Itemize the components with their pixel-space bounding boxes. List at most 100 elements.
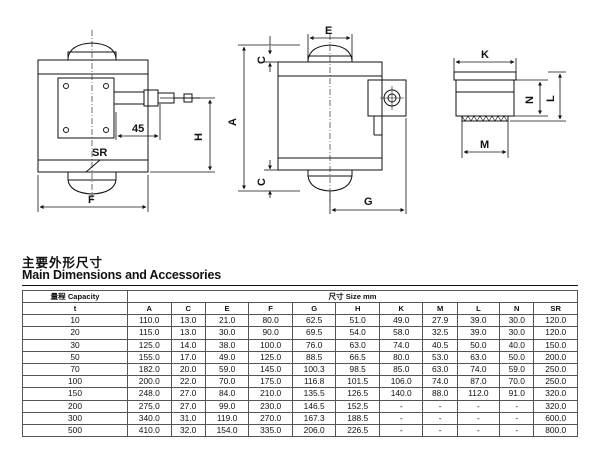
value-cell: 38.0 — [204, 338, 250, 352]
technical-drawings: F SR 45 H — [37, 25, 566, 214]
heading-english: Main Dimensions and Accessories — [22, 268, 221, 282]
value-cell: 112.0 — [456, 387, 501, 401]
front-view-dimensions — [37, 97, 215, 212]
value-cell: 600.0 — [533, 411, 578, 425]
value-cell: 210.0 — [248, 387, 293, 401]
value-cell: 30.0 — [499, 314, 535, 328]
value-cell: 226.5 — [335, 423, 380, 438]
label-sr: SR — [92, 147, 107, 159]
value-cell: - — [499, 399, 535, 413]
value-cell: 21.0 — [204, 314, 250, 328]
value-cell: 100.0 — [248, 338, 293, 352]
value-cell: 335.0 — [248, 423, 293, 438]
value-cell: 188.5 — [335, 411, 380, 425]
value-cell: 250.0 — [533, 362, 578, 377]
value-cell: 27.9 — [422, 314, 458, 328]
value-cell: 116.8 — [291, 375, 337, 389]
value-cell: - — [456, 423, 501, 438]
value-cell: 88.5 — [291, 350, 337, 364]
value-cell: 167.3 — [291, 411, 337, 425]
value-cell: 30.0 — [499, 326, 535, 340]
value-cell: 80.0 — [378, 350, 424, 364]
value-cell: 58.0 — [378, 326, 424, 340]
capacity-cell: 70 — [22, 362, 128, 377]
value-cell: 49.0 — [204, 350, 250, 364]
value-cell: 88.0 — [422, 387, 458, 401]
value-cell: 152.5 — [335, 399, 380, 413]
value-cell: 126.5 — [335, 387, 380, 401]
value-cell: 27.0 — [170, 399, 206, 413]
value-cell: - — [499, 411, 535, 425]
value-cell: 85.0 — [378, 362, 424, 377]
value-cell: 99.0 — [204, 399, 250, 413]
value-cell: 275.0 — [127, 399, 172, 413]
column-header-c: C — [170, 301, 206, 316]
value-cell: 119.0 — [204, 411, 250, 425]
label-f: F — [88, 194, 95, 206]
value-cell: 74.0 — [422, 375, 458, 389]
value-cell: 270.0 — [248, 411, 293, 425]
column-header-g: G — [291, 301, 337, 316]
value-cell: 22.0 — [170, 375, 206, 389]
table-header-row: 量程 Capacity 尺寸 Size mm — [22, 290, 578, 303]
value-cell: - — [422, 399, 458, 413]
value-cell: 248.0 — [127, 387, 172, 401]
value-cell: 39.0 — [456, 326, 501, 340]
value-cell: 50.0 — [456, 338, 501, 352]
value-cell: 320.0 — [533, 387, 578, 401]
capacity-cell: 500 — [22, 423, 128, 438]
value-cell: - — [499, 423, 535, 438]
value-cell: 320.0 — [533, 399, 578, 413]
capacity-cell: 200 — [22, 399, 128, 413]
value-cell: 87.0 — [456, 375, 501, 389]
value-cell: 63.0 — [335, 338, 380, 352]
value-cell: 135.5 — [291, 387, 337, 401]
value-cell: 80.0 — [248, 314, 293, 328]
value-cell: 59.0 — [204, 362, 250, 377]
value-cell: 14.0 — [170, 338, 206, 352]
capacity-cell: 20 — [22, 326, 128, 340]
value-cell: - — [422, 411, 458, 425]
value-cell: 206.0 — [291, 423, 337, 438]
value-cell: 32.5 — [422, 326, 458, 340]
label-c-top: C — [256, 56, 268, 64]
connector-view-dimensions — [453, 58, 566, 158]
value-cell: 39.0 — [456, 314, 501, 328]
capacity-cell: 100 — [22, 375, 128, 389]
value-cell: 200.0 — [533, 350, 578, 364]
value-cell: 32.0 — [170, 423, 206, 438]
value-cell: - — [422, 423, 458, 438]
label-a: A — [227, 118, 239, 126]
side-view-drawing — [277, 34, 407, 202]
heading-underline — [22, 285, 578, 286]
column-header-k: K — [378, 301, 424, 316]
connector-view-drawing — [453, 71, 517, 122]
value-cell: 13.0 — [170, 326, 206, 340]
value-cell: 200.0 — [127, 375, 172, 389]
label-g: G — [364, 196, 373, 208]
value-cell: 250.0 — [533, 375, 578, 389]
value-cell: 76.0 — [291, 338, 337, 352]
value-cell: 410.0 — [127, 423, 172, 438]
value-cell: 51.0 — [335, 314, 380, 328]
value-cell: 63.0 — [422, 362, 458, 377]
value-cell: 155.0 — [127, 350, 172, 364]
value-cell: 30.0 — [204, 326, 250, 340]
value-cell: 120.0 — [533, 326, 578, 340]
value-cell: 27.0 — [170, 387, 206, 401]
value-cell: 13.0 — [170, 314, 206, 328]
value-cell: 120.0 — [533, 314, 578, 328]
column-header-m: M — [422, 301, 458, 316]
value-cell: 70.0 — [499, 375, 535, 389]
value-cell: 182.0 — [127, 362, 172, 377]
value-cell: 49.0 — [378, 314, 424, 328]
capacity-cell: 50 — [22, 350, 128, 364]
value-cell: 62.5 — [291, 314, 337, 328]
